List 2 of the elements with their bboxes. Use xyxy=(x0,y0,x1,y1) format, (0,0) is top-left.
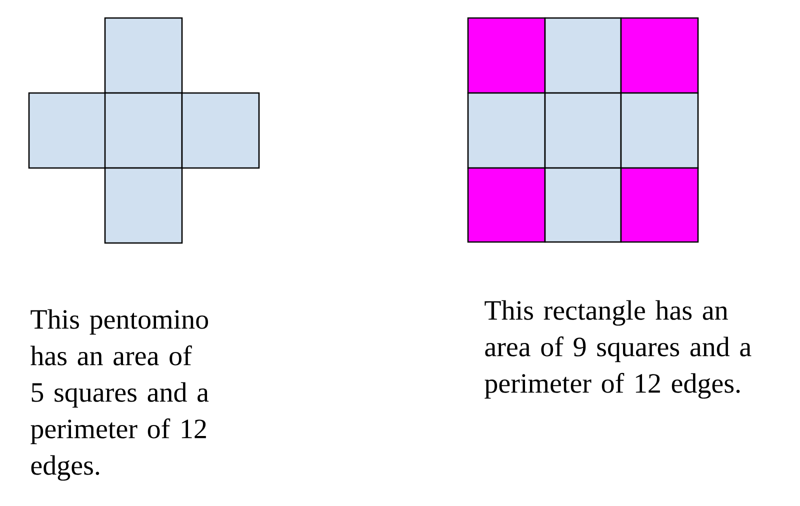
description-text: This pentomino has an area of 5 squares and a perimeter of 12 edges. xyxy=(30,309,209,481)
description-text: This rectangle has an area of 9 squares and a perimeter of 12 edges. xyxy=(484,300,752,399)
